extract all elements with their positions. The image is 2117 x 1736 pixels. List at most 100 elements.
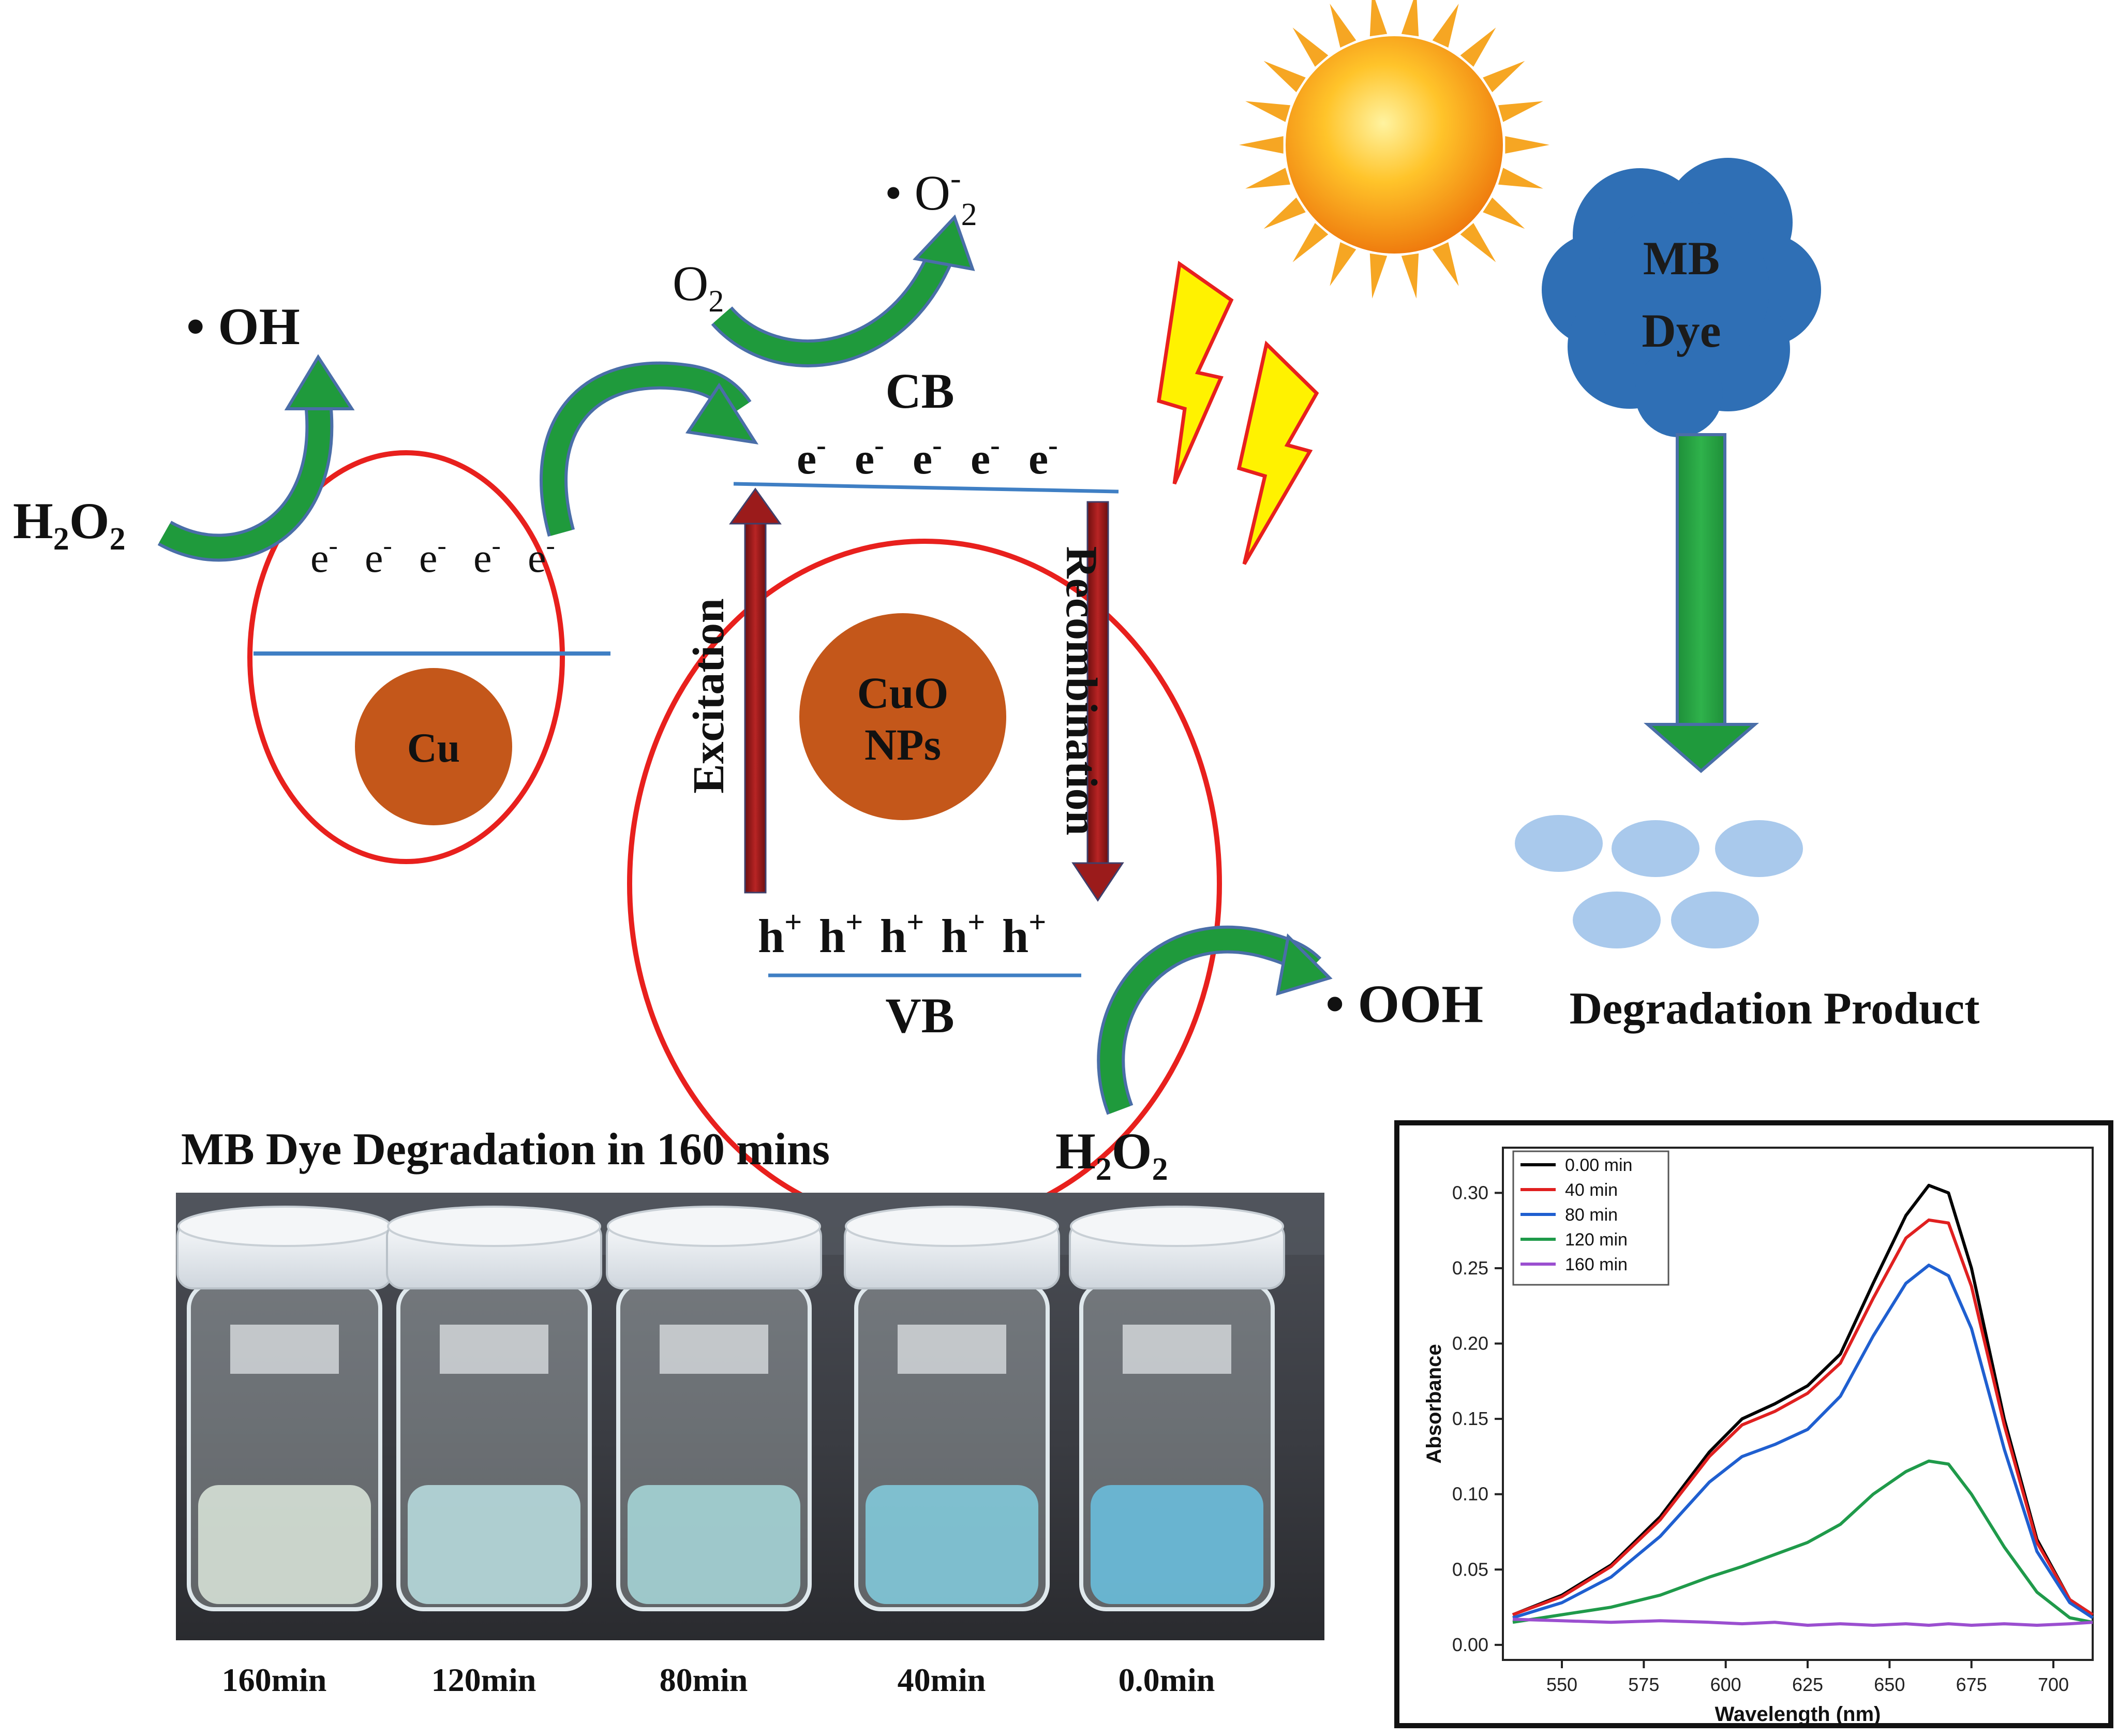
sun-ray xyxy=(1401,0,1419,37)
h2o2-bottom-label: H2O2 xyxy=(1055,1122,1168,1187)
legend-entry: 0.00 min xyxy=(1565,1155,1632,1175)
sun-ray xyxy=(1330,242,1356,286)
vial-liquid xyxy=(1091,1485,1263,1604)
sun-ray xyxy=(1263,61,1306,93)
sun-ray xyxy=(1330,4,1356,48)
recombination-arrow xyxy=(1071,501,1124,902)
electron: e- xyxy=(310,531,338,581)
hole: h+ xyxy=(819,905,863,962)
cb-band-line xyxy=(733,482,1119,494)
vial-time-label: 40min xyxy=(898,1661,986,1698)
vial-time-label: 120min xyxy=(431,1661,536,1698)
series-line xyxy=(1512,1264,2094,1620)
x-tick-label: 575 xyxy=(1628,1674,1659,1695)
vial-paper-label xyxy=(230,1325,339,1374)
sun-ray xyxy=(1245,101,1291,122)
superoxide-label: • O-2 xyxy=(885,161,977,232)
sun-ray xyxy=(1505,136,1549,154)
electron: e- xyxy=(528,531,555,581)
photo-title: MB Dye Degradation in 160 mins xyxy=(181,1124,830,1175)
degradation-product-label: Degradation Product xyxy=(1570,984,1980,1034)
vial-cap-top xyxy=(607,1206,821,1247)
vb-label: VB xyxy=(885,988,954,1043)
mb-dye-label-line1: MB xyxy=(1643,232,1720,285)
vial-cap-top xyxy=(387,1206,601,1247)
electron: e- xyxy=(971,429,1000,483)
y-tick-label: 0.20 xyxy=(1452,1333,1488,1354)
vial-liquid xyxy=(866,1485,1038,1604)
sun-ray xyxy=(1292,27,1329,67)
series-line xyxy=(1512,1459,2093,1624)
y-tick-label: 0.25 xyxy=(1452,1257,1488,1279)
x-tick-label: 675 xyxy=(1956,1674,1987,1695)
h2o2-to-ooh-arrow xyxy=(1097,925,1333,1115)
y-tick-label: 0.30 xyxy=(1452,1182,1488,1203)
sun-ray xyxy=(1483,197,1525,229)
vial-liquid xyxy=(408,1485,580,1604)
electron: e- xyxy=(913,429,942,483)
x-axis-label: Wavelength (nm) xyxy=(1715,1703,1881,1726)
sun-ray xyxy=(1432,242,1459,286)
sun-ray xyxy=(1401,253,1419,299)
plot-area xyxy=(1502,1147,2094,1661)
legend-entry: 120 min xyxy=(1565,1230,1628,1250)
vial-paper-label xyxy=(660,1325,768,1374)
sun-ray xyxy=(1292,222,1329,262)
vial xyxy=(1069,1206,1285,1611)
vial-liquid xyxy=(628,1485,800,1604)
series-line xyxy=(1512,1218,2094,1616)
x-tick-label: 650 xyxy=(1874,1674,1905,1695)
y-tick-label: 0.10 xyxy=(1452,1483,1488,1505)
cu-particle xyxy=(355,668,512,825)
legend-entry: 160 min xyxy=(1565,1255,1628,1274)
series-line xyxy=(1512,1618,2093,1627)
cu-label: Cu xyxy=(407,725,460,771)
sun-ray xyxy=(1460,222,1496,262)
oh-radical-label: • OH xyxy=(186,298,300,356)
vial xyxy=(844,1206,1060,1611)
vial-paper-label xyxy=(898,1325,1006,1374)
excitation-arrow xyxy=(729,487,782,894)
cb-electrons: e-e-e-e-e- xyxy=(797,429,1058,483)
sun-ray xyxy=(1239,136,1284,154)
cb-label: CB xyxy=(885,363,954,419)
mb-dye-cloud xyxy=(1542,158,1821,437)
sun-ray xyxy=(1498,101,1543,122)
h2o2-to-oh-arrow xyxy=(157,354,355,562)
h2o2-left-label: H2O2 xyxy=(13,492,126,557)
cuo-label-line2: NPs xyxy=(864,720,941,769)
ooh-radical-label: • OOH xyxy=(1325,974,1483,1034)
recombination-label: Recombination xyxy=(1057,546,1107,836)
vial-paper-label xyxy=(1123,1325,1231,1374)
cu-electrons: e-e-e-e-e- xyxy=(310,531,555,581)
electron: e- xyxy=(473,531,501,581)
electron: e- xyxy=(1028,429,1058,483)
vials-photo xyxy=(176,1193,1324,1640)
cuo-particle xyxy=(799,613,1006,820)
sun-ray xyxy=(1369,0,1388,37)
degradation-product-particles xyxy=(1515,815,1803,948)
hole: h+ xyxy=(880,905,924,962)
vial-time-label: 160min xyxy=(222,1661,327,1698)
y-tick-label: 0.05 xyxy=(1452,1559,1488,1580)
hole: h+ xyxy=(1002,905,1046,962)
vial-cap-top xyxy=(177,1206,392,1247)
x-tick-label: 625 xyxy=(1792,1674,1823,1695)
vial-cap-top xyxy=(845,1206,1059,1247)
electron: e- xyxy=(419,531,446,581)
y-axis-label: Absorbance xyxy=(1423,1344,1445,1463)
legend-entry: 80 min xyxy=(1565,1205,1618,1225)
vial xyxy=(606,1206,822,1611)
excitation-label: Excitation xyxy=(683,598,733,793)
sun-ray xyxy=(1432,4,1459,48)
cuo-label-line1: CuO xyxy=(857,668,949,718)
vial xyxy=(176,1206,393,1611)
degradation-down-arrow xyxy=(1644,433,1760,773)
electron: e- xyxy=(855,429,884,483)
hole: h+ xyxy=(941,905,985,962)
sun-ray xyxy=(1460,27,1496,67)
cu-ring xyxy=(247,450,565,864)
